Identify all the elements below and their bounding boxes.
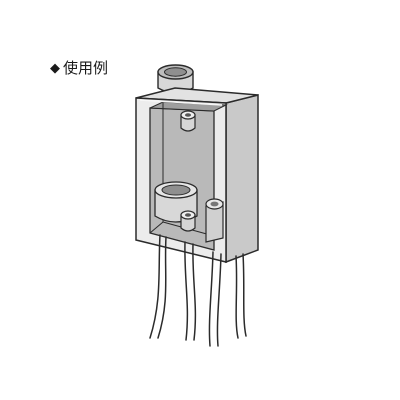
wire-bundle (149, 234, 247, 347)
conduit-side-lower (205, 198, 224, 243)
diamond-bullet-icon: ◆ (50, 61, 60, 76)
mounting-boss-lower (180, 210, 196, 232)
conduit-top (157, 64, 194, 94)
usage-example-caption: ◆ 使用例 (50, 61, 108, 76)
mounting-boss-upper (180, 110, 196, 132)
box-body (135, 87, 259, 264)
caption-label: 使用例 (63, 59, 109, 77)
